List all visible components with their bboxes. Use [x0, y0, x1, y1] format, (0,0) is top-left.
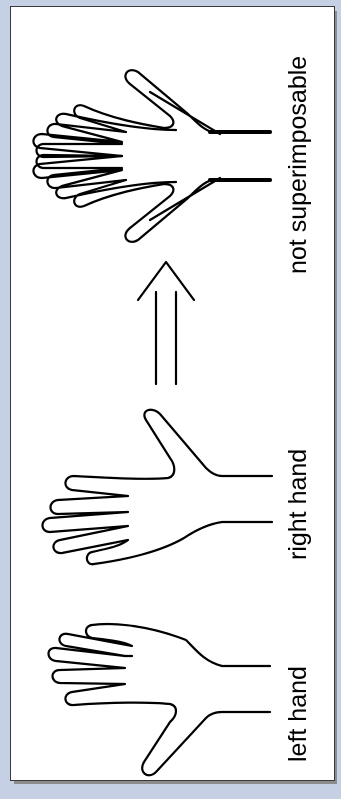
- left-hand-outline: [49, 624, 271, 775]
- left-hand-drawing: [49, 624, 271, 775]
- label-left-hand: left hand: [284, 666, 312, 762]
- double-arrow: [138, 262, 194, 384]
- label-right-hand: right hand: [284, 449, 312, 560]
- right-hand-outline: [43, 410, 273, 564]
- label-not-superimposable: not superimposable: [284, 56, 312, 274]
- right-hand-drawing: [43, 410, 273, 564]
- superimposed-hands-drawing: [33, 70, 270, 242]
